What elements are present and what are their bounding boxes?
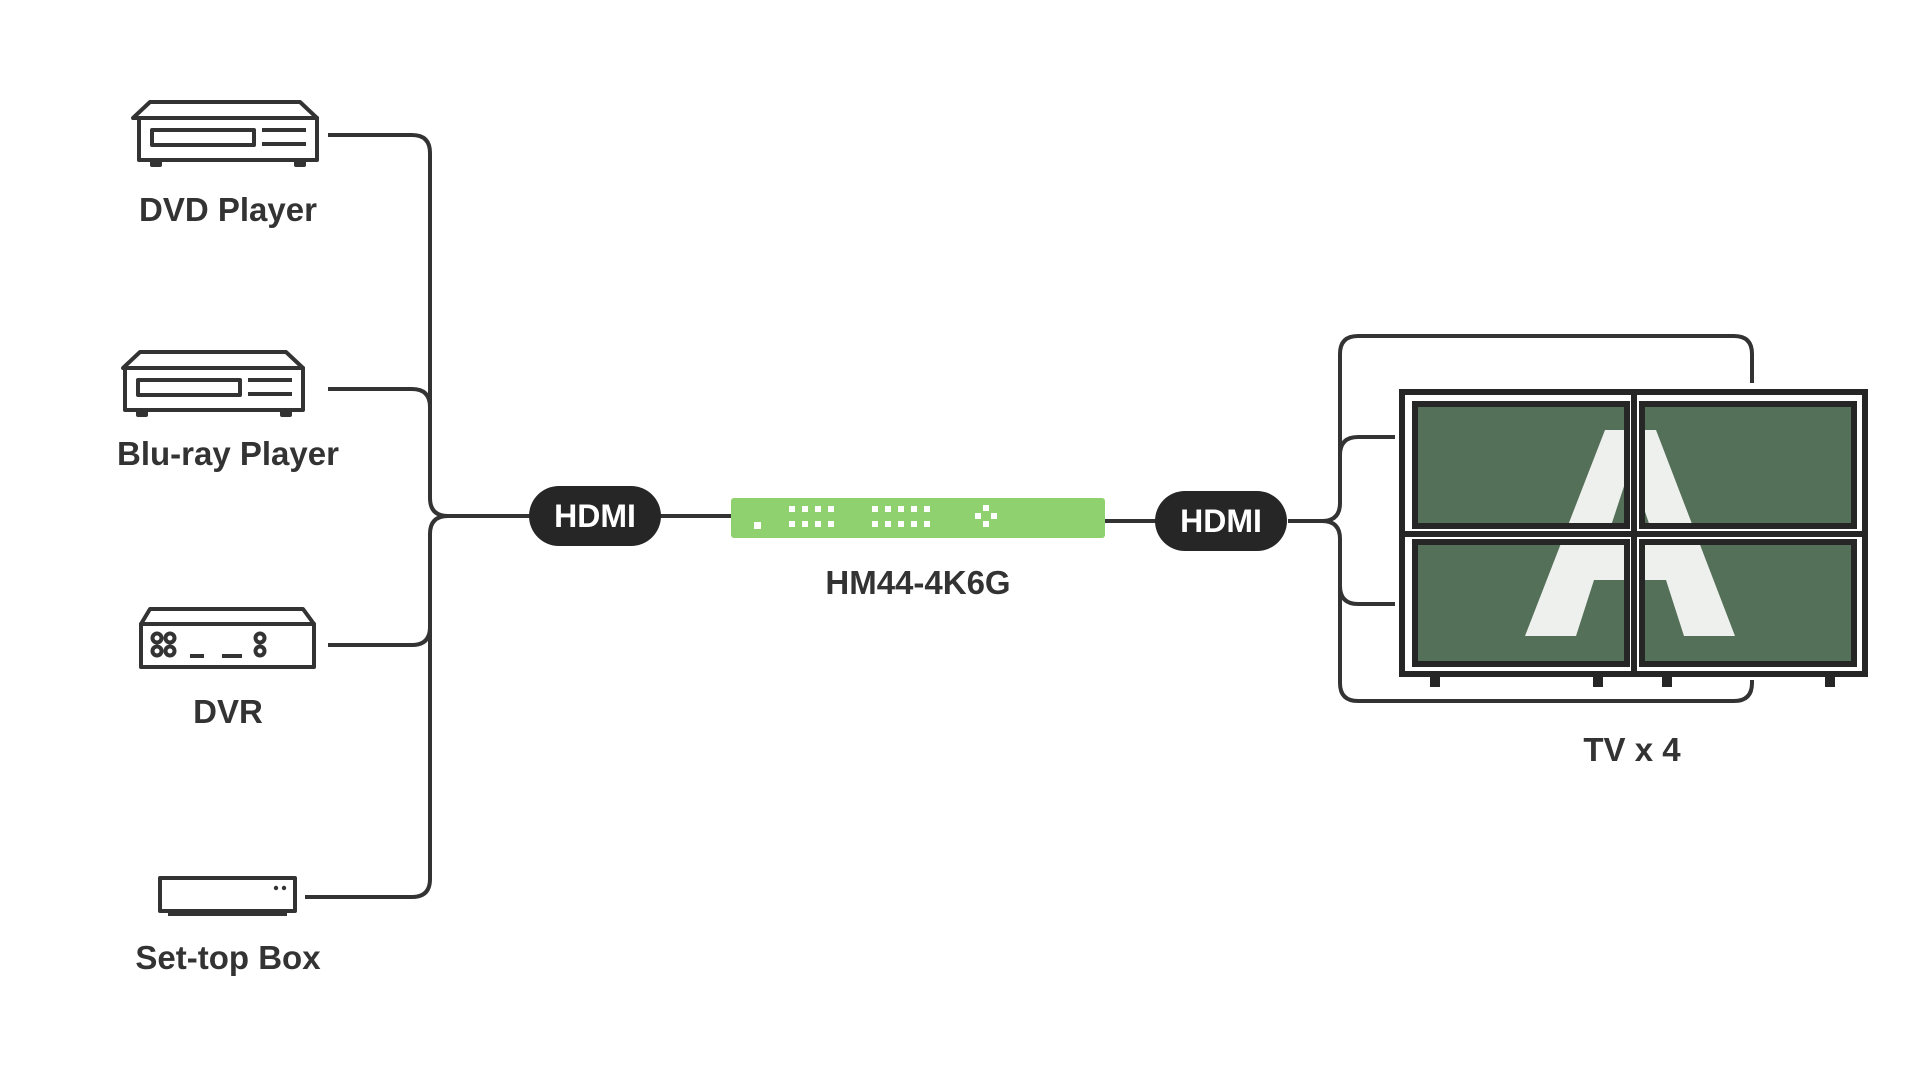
cable-tv-mid-bottom — [1338, 585, 1395, 606]
input-cables — [305, 133, 735, 899]
dvr-icon — [139, 607, 316, 669]
cable-split-down — [1321, 519, 1342, 540]
output-cables — [1105, 334, 1754, 703]
hdmi-output-badge: HDMI — [1155, 491, 1287, 551]
dvd-player-icon — [131, 100, 319, 167]
cable-tv-top-left — [1338, 334, 1754, 503]
cable-tv-mid-top — [1338, 435, 1395, 456]
cable-tv-bottom — [1338, 539, 1754, 703]
set-top-box-icon — [158, 876, 297, 916]
cable-dvr — [328, 626, 432, 647]
display-label: TV x 4 — [1583, 731, 1681, 768]
hdmi-input-badge: HDMI — [529, 486, 661, 546]
cable-dvd-player — [328, 133, 449, 518]
cable-blu-ray-player — [328, 387, 432, 408]
tv-screen-top-right — [1639, 401, 1857, 529]
device-label: HM44-4K6G — [825, 564, 1011, 601]
video-wall-letter-mark — [1525, 430, 1735, 636]
source-label-dvr: DVR — [193, 693, 263, 730]
source-label-set-top-box: Set-top Box — [135, 939, 321, 976]
hdmi-matrix-switch-icon — [731, 498, 1105, 538]
source-label-blu-ray-player: Blu-ray Player — [117, 435, 339, 472]
video-wall-icon — [1399, 389, 1868, 687]
source-label-dvd-player: DVD Player — [139, 191, 317, 228]
cable-hdmi-to-split — [1288, 502, 1342, 523]
blu-ray-player-icon — [121, 350, 305, 417]
cable-set-top-box — [305, 514, 449, 899]
